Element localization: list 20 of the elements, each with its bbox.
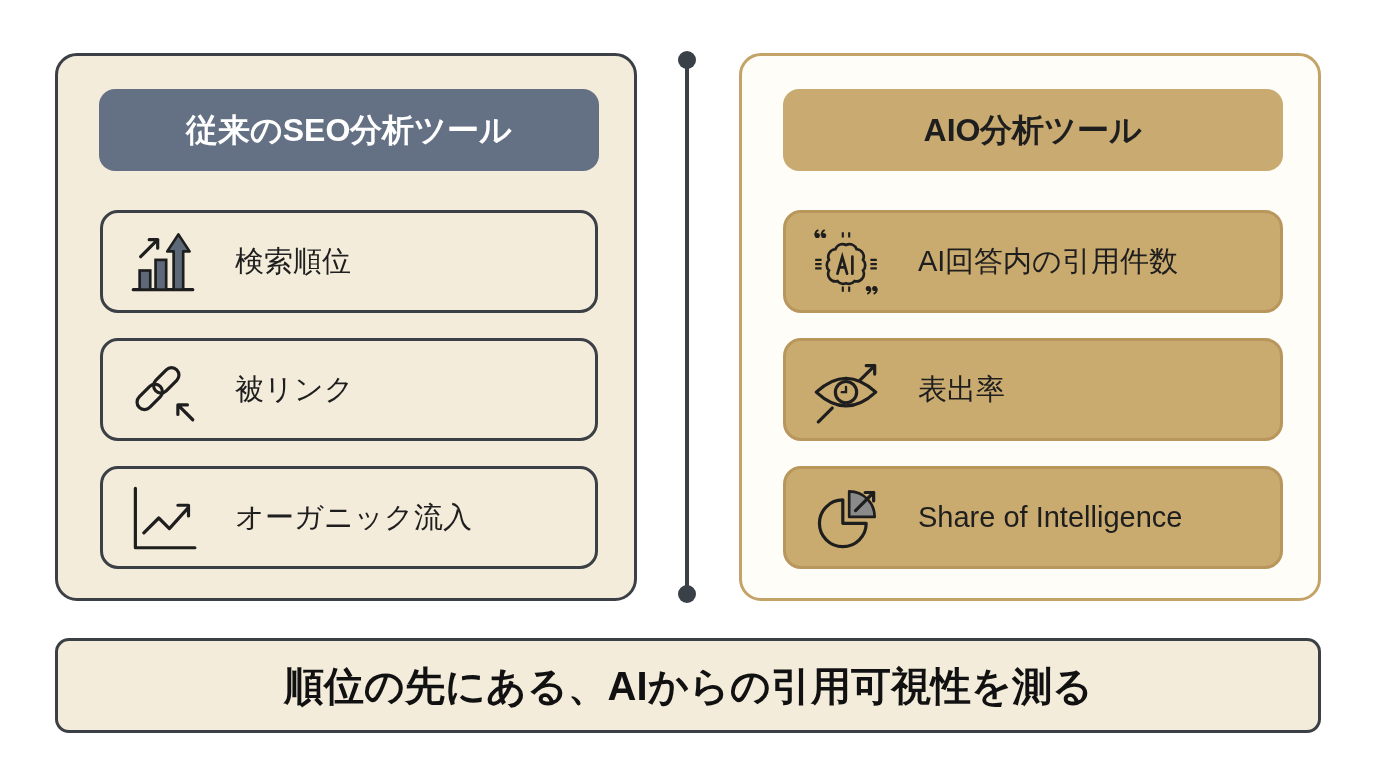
- summary-banner: [55, 638, 1321, 733]
- metric-card: [783, 210, 1283, 313]
- metric-card: [100, 338, 598, 441]
- metric-card: [100, 210, 598, 313]
- metric-label: 表出率: [918, 372, 1005, 407]
- comparison-panel: [55, 53, 637, 601]
- header-title: 従来のSEO分析ツール: [185, 110, 513, 150]
- header-title: AIO分析ツール: [923, 110, 1143, 150]
- metric-card: [100, 466, 598, 569]
- metric-card: [783, 466, 1283, 569]
- metric-label: 検索順位: [235, 244, 351, 279]
- metric-card: [783, 338, 1283, 441]
- comparison-panel: [739, 53, 1321, 601]
- metric-label: 被リンク: [235, 372, 354, 407]
- summary-text: 順位の先にある、AIからの引用可視性を測る: [283, 662, 1093, 710]
- panel-header: [783, 89, 1283, 171]
- metric-label: Share of Intelligence: [918, 500, 1183, 535]
- panel-header: [99, 89, 599, 171]
- metric-label: AI回答内の引用件数: [918, 244, 1179, 279]
- metric-label: オーガニック流入: [235, 500, 472, 535]
